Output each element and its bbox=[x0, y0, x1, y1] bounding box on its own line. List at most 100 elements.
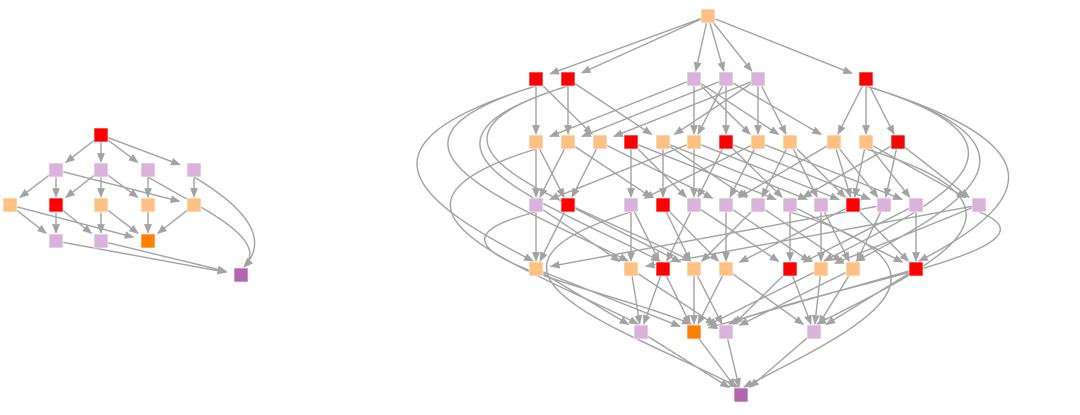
node-red bbox=[890, 134, 906, 150]
edge bbox=[731, 81, 822, 136]
edge bbox=[581, 80, 720, 138]
edge bbox=[545, 211, 739, 388]
node-lilac bbox=[93, 162, 109, 178]
edge bbox=[416, 85, 537, 262]
node-lilac bbox=[48, 233, 64, 249]
edge bbox=[644, 205, 973, 269]
edge bbox=[871, 144, 967, 199]
node-lilac bbox=[623, 197, 639, 213]
edge bbox=[823, 210, 850, 262]
edge bbox=[16, 206, 135, 239]
edge bbox=[573, 207, 682, 263]
edge bbox=[837, 147, 879, 198]
node-peach bbox=[93, 197, 109, 213]
edge bbox=[792, 147, 818, 198]
node-lilac bbox=[186, 162, 202, 178]
node-lilac bbox=[971, 197, 987, 213]
edge bbox=[65, 173, 96, 198]
edge bbox=[697, 274, 724, 325]
edge bbox=[698, 83, 751, 135]
edge bbox=[869, 147, 911, 198]
edge bbox=[636, 272, 716, 326]
node-lilac bbox=[876, 197, 892, 213]
node-lilac bbox=[718, 71, 734, 87]
edge bbox=[549, 17, 702, 75]
edge bbox=[729, 147, 756, 198]
node-lilac bbox=[782, 197, 798, 213]
node-peach bbox=[700, 8, 716, 24]
edge bbox=[743, 211, 892, 388]
edge bbox=[642, 275, 662, 325]
edge bbox=[666, 210, 692, 262]
edge bbox=[449, 148, 639, 325]
edge bbox=[709, 22, 726, 72]
edge bbox=[156, 208, 189, 234]
edge bbox=[811, 275, 821, 325]
node-lilac bbox=[140, 162, 156, 178]
edge bbox=[635, 146, 687, 198]
node-red bbox=[560, 197, 576, 213]
edge bbox=[696, 274, 723, 325]
node-peach bbox=[186, 197, 202, 213]
edge bbox=[147, 176, 253, 268]
edge bbox=[731, 272, 805, 325]
edge bbox=[791, 275, 812, 325]
edge bbox=[633, 210, 660, 262]
edge bbox=[62, 171, 181, 203]
node-lilac bbox=[750, 71, 766, 87]
edge bbox=[673, 82, 753, 136]
edge bbox=[865, 85, 1010, 262]
edge bbox=[539, 147, 566, 198]
node-red bbox=[93, 127, 109, 143]
node-red bbox=[528, 71, 544, 87]
edge bbox=[107, 136, 181, 166]
edge bbox=[573, 145, 653, 199]
node-peach bbox=[686, 261, 702, 277]
edge bbox=[19, 173, 51, 198]
node-orange bbox=[140, 233, 156, 249]
edge bbox=[903, 145, 970, 198]
node-lilac bbox=[750, 197, 766, 213]
edge bbox=[837, 84, 864, 135]
node-purple bbox=[733, 387, 749, 403]
edge bbox=[646, 335, 730, 389]
edge bbox=[794, 146, 846, 198]
node-red bbox=[48, 197, 64, 213]
edge bbox=[643, 144, 753, 199]
node-red bbox=[560, 71, 576, 87]
node-peach bbox=[592, 134, 608, 150]
edge bbox=[693, 22, 708, 72]
edge bbox=[107, 241, 228, 274]
node-peach bbox=[718, 261, 734, 277]
node-lilac bbox=[718, 324, 734, 340]
edge bbox=[61, 208, 93, 234]
node-peach bbox=[560, 134, 576, 150]
node-orange bbox=[686, 324, 702, 340]
node-red bbox=[655, 197, 671, 213]
edge bbox=[701, 209, 754, 262]
edge bbox=[816, 148, 967, 325]
edge bbox=[542, 270, 681, 328]
edge bbox=[484, 211, 692, 325]
node-peach bbox=[140, 197, 156, 213]
node-lilac bbox=[806, 324, 822, 340]
edge bbox=[538, 147, 565, 198]
node-purple bbox=[233, 267, 249, 283]
node-red bbox=[718, 134, 734, 150]
node-lilac bbox=[528, 197, 544, 213]
node-peach bbox=[858, 134, 874, 150]
edge bbox=[697, 147, 724, 198]
edge bbox=[868, 84, 895, 135]
edge bbox=[731, 208, 811, 263]
edge bbox=[549, 143, 688, 201]
edge bbox=[760, 84, 787, 135]
edge bbox=[549, 205, 878, 269]
edge bbox=[15, 208, 48, 234]
node-peach bbox=[528, 261, 544, 277]
edge bbox=[669, 143, 808, 201]
node-lilac bbox=[633, 324, 649, 340]
edge bbox=[883, 148, 898, 198]
node-peach bbox=[528, 134, 544, 150]
node-peach bbox=[826, 134, 842, 150]
